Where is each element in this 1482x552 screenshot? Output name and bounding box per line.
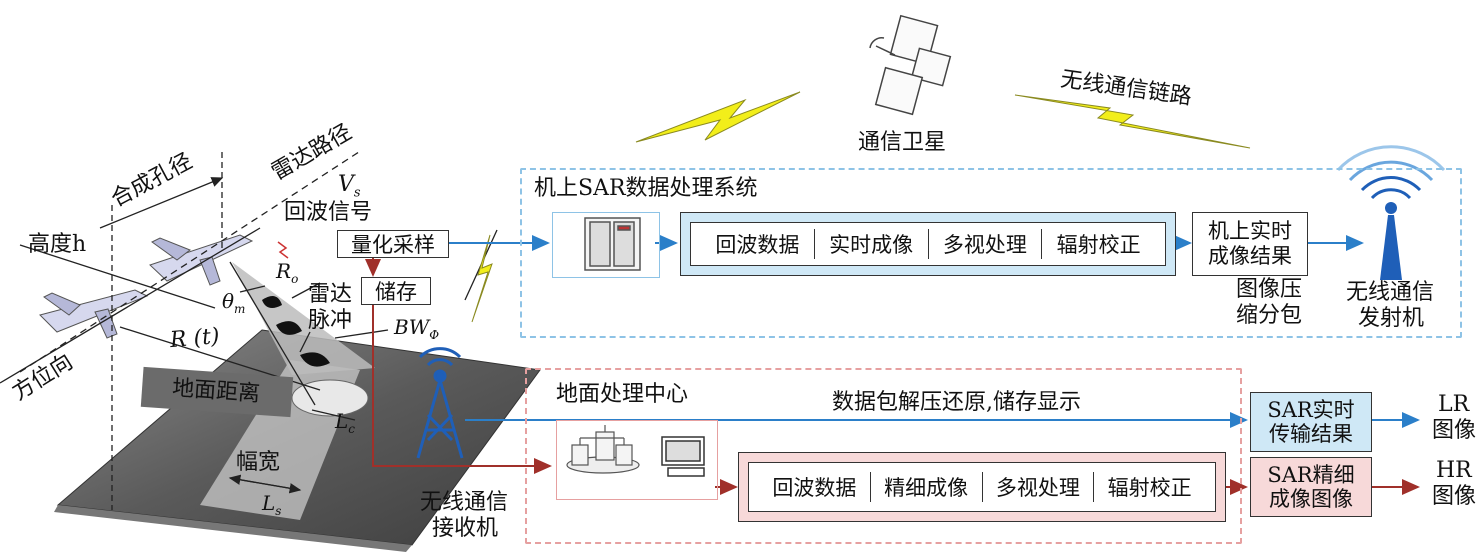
bw-symbol: BW [394,315,430,339]
theta-subscript: m [234,302,246,316]
receiver-tower-icon [416,347,464,459]
stage-fine-imaging: 精细成像 [871,472,983,502]
theta-symbol: θ [222,289,235,313]
airborne-pipeline: 回波数据 实时成像 多视处理 辐射校正 [680,212,1176,276]
lr-label-line1: LR [1438,392,1470,417]
stage-radiometric-ground: 辐射校正 [1107,476,1192,500]
ground-center-title: 地面处理中心 [556,382,689,407]
quantize-sample-box: 量化采样 [337,230,449,258]
ground-center-container [525,368,1242,544]
radar-pulse-line2: 脉冲 [308,308,353,333]
onboard-result-line1: 机上实时 [1208,219,1292,243]
theta-label: θm [222,288,245,322]
sar-realtime-box: SAR实时 传输结果 [1250,392,1372,452]
server-rack-icon [584,217,641,271]
stage-multilook: 多视处理 [929,229,1043,259]
satellite-label: 通信卫星 [858,130,947,155]
sar-realtime-line2: 传输结果 [1269,422,1353,446]
sar-realtime-line1: SAR实时 [1267,398,1355,422]
airborne-system-title: 机上SAR数据处理系统 [534,176,758,201]
ls-subscript: s [275,504,282,518]
radar-beam [232,262,375,375]
server-cluster-icon [566,425,640,474]
stage-echo-data-ground: 回波数据 [759,472,871,502]
airplane-icon [149,234,254,286]
satellite-icon [869,14,952,116]
bw-label: BWΦ [394,314,439,348]
stage-realtime-imaging: 实时成像 [815,229,929,259]
geometry-lines [0,149,498,510]
decompress-label: 数据包解压还原,储存显示 [832,390,1081,415]
compress-label-line1: 图像压 [1236,277,1303,302]
transmitter-tower-icon [1336,145,1446,280]
vs-label: Vs [338,172,361,206]
compress-label-line2: 缩分包 [1236,303,1303,328]
receiver-label-line2: 接收机 [432,516,499,541]
computer-icon [661,436,705,477]
stage-radiometric: 辐射校正 [1056,233,1141,257]
echo-signal-label: 回波信号 [284,200,373,225]
ro-symbol: R [276,259,292,283]
onboard-server-box [552,212,660,278]
rt-label: R (t) [168,323,221,354]
vs-symbol: V [338,172,354,197]
radar-pulse-line1: 雷达 [308,282,353,307]
airborne-system-container [520,168,1462,338]
transmitter-label-line1: 无线通信 [1346,280,1435,305]
ro-label: Ro [276,258,298,292]
swath-label: 幅宽 [236,450,281,475]
stage-multilook-ground: 多视处理 [983,472,1095,502]
ls-symbol: L [262,491,276,515]
sar-fine-line1: SAR精细 [1267,463,1355,487]
onboard-result-line2: 成像结果 [1208,244,1292,268]
hr-label-line2: 图像 [1432,484,1477,509]
ro-subscript: o [291,272,299,286]
stage-echo-data: 回波数据 [701,229,815,259]
lr-label-line2: 图像 [1432,418,1477,443]
lc-subscript: c [348,422,356,436]
lc-label: Lc [335,408,355,442]
lc-symbol: L [335,409,349,433]
ls-label: Ls [262,490,281,524]
ground-server-box [556,420,718,500]
transmitter-label-line2: 发射机 [1358,306,1425,331]
onboard-result-box: 机上实时 成像结果 [1192,212,1308,276]
sar-fine-box: SAR精细 成像图像 [1250,457,1372,517]
sar-fine-line2: 成像图像 [1269,487,1353,511]
bw-subscript: Φ [429,328,440,342]
height-label: 高度h [28,232,87,257]
receiver-label-line1: 无线通信 [420,490,509,515]
hr-label-line1: HR [1436,458,1472,483]
ground-pipeline: 回波数据 精细成像 多视处理 辐射校正 [738,452,1226,522]
vs-subscript: s [353,185,361,201]
storage-box: 储存 [361,277,431,305]
lightning-icon [471,91,1251,323]
